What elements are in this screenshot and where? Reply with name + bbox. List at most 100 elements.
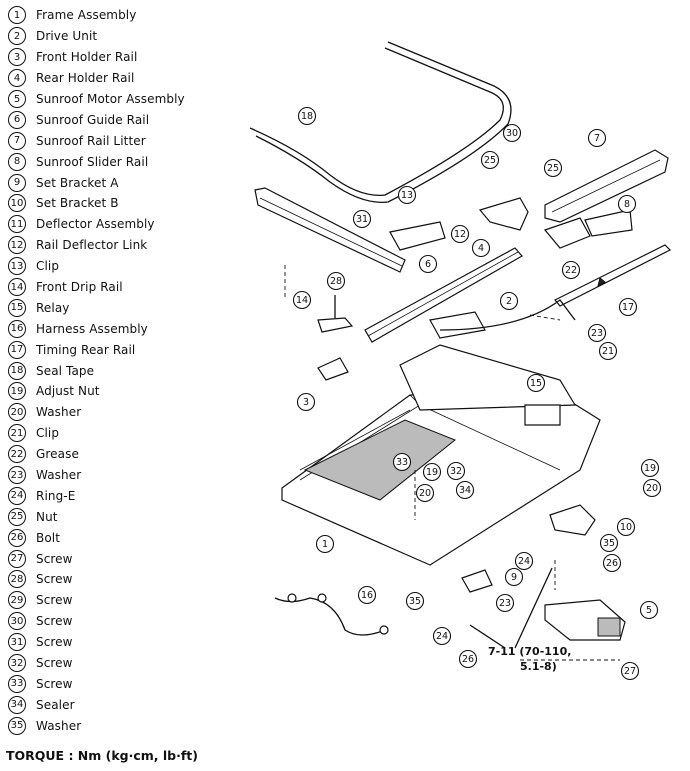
legend-number: 8 xyxy=(8,152,26,171)
callout-number: 21 xyxy=(602,346,614,357)
callout-number: 31 xyxy=(356,214,368,225)
legend-label: Bolt xyxy=(36,530,61,545)
callout-34: 34 xyxy=(455,480,475,500)
callout-number: 17 xyxy=(622,302,634,313)
legend-number: 26 xyxy=(8,528,26,547)
callout-number: 22 xyxy=(565,265,577,276)
callout-26: 26 xyxy=(458,649,478,669)
front-holder-rail xyxy=(317,357,349,381)
callout-16: 16 xyxy=(357,585,377,605)
rail-deflector-link xyxy=(389,221,446,251)
callout-4: 4 xyxy=(471,238,491,258)
callout-number: 16 xyxy=(361,590,373,601)
legend-label: Screw xyxy=(36,551,73,566)
torque-spec-line2: 5.1-8) xyxy=(520,660,557,673)
set-bracket-a xyxy=(461,569,493,593)
legend-label: Set Bracket A xyxy=(36,175,119,190)
legend-label: Frame Assembly xyxy=(36,8,137,23)
callout-7: 7 xyxy=(587,128,607,148)
legend-label: Screw xyxy=(36,635,73,650)
legend-label: Sunroof Slider Rail xyxy=(36,154,149,169)
front-drip-rail xyxy=(317,317,354,333)
callout-19: 19 xyxy=(640,458,660,478)
glass-opening xyxy=(303,419,456,501)
legend-number: 19 xyxy=(8,382,26,401)
legend-item: 8 Sunroof Slider Rail xyxy=(8,151,238,172)
legend-number: 10 xyxy=(8,194,26,213)
callout-24: 24 xyxy=(432,626,452,646)
legend-label: Clip xyxy=(36,259,60,274)
callout-number: 5 xyxy=(646,605,652,616)
callout-23: 23 xyxy=(495,593,515,613)
callout-number: 1 xyxy=(322,539,328,550)
legend-label: Screw xyxy=(36,656,73,671)
callout-35: 35 xyxy=(405,591,425,611)
callout-24: 24 xyxy=(514,551,534,571)
callout-number: 32 xyxy=(450,466,462,477)
legend-number: 7 xyxy=(8,131,26,150)
relay xyxy=(524,404,561,426)
torque-units-note: TORQUE : Nm (kg·cm, lb·ft) xyxy=(6,748,198,763)
callout-18: 18 xyxy=(297,106,317,126)
legend-number: 32 xyxy=(8,654,26,673)
callout-17: 17 xyxy=(618,297,638,317)
legend-label: Seal Tape xyxy=(36,363,95,378)
callout-28: 28 xyxy=(326,271,346,291)
callout-8: 8 xyxy=(617,194,637,214)
callout-number: 23 xyxy=(591,328,603,339)
callout-number: 20 xyxy=(646,483,658,494)
slider-bracket xyxy=(543,217,591,249)
legend-item: 13 Clip xyxy=(8,256,238,277)
legend-label: Deflector Assembly xyxy=(36,217,155,232)
legend-number: 30 xyxy=(8,612,26,631)
callout-number: 4 xyxy=(478,243,484,254)
legend-label: Harness Assembly xyxy=(36,321,148,336)
legend-label: Adjust Nut xyxy=(36,384,100,399)
legend-number: 28 xyxy=(8,570,26,589)
legend-label: Screw xyxy=(36,676,73,691)
callout-number: 13 xyxy=(401,190,413,201)
callout-23: 23 xyxy=(587,323,607,343)
callout-22: 22 xyxy=(561,260,581,280)
callout-20: 20 xyxy=(415,483,435,503)
callout-number: 33 xyxy=(396,457,408,468)
deflector-strip xyxy=(254,187,406,273)
legend-label: Sunroof Guide Rail xyxy=(36,112,150,127)
legend-label: Nut xyxy=(36,509,58,524)
callout-number: 15 xyxy=(530,378,542,389)
callout-number: 19 xyxy=(426,467,438,478)
callout-33: 33 xyxy=(392,452,412,472)
callout-number: 7 xyxy=(594,133,600,144)
legend-label: Drive Unit xyxy=(36,29,98,44)
legend-label: Washer xyxy=(36,468,82,483)
callout-number: 6 xyxy=(425,259,431,270)
callout-3: 3 xyxy=(296,392,316,412)
callout-32: 32 xyxy=(446,461,466,481)
callout-number: 19 xyxy=(644,463,656,474)
legend-label: Front Holder Rail xyxy=(36,50,138,65)
callout-2: 2 xyxy=(499,291,519,311)
callout-15: 15 xyxy=(526,373,546,393)
legend-label: Sunroof Motor Assembly xyxy=(36,92,185,106)
legend-number: 13 xyxy=(8,257,26,276)
callout-number: 20 xyxy=(419,488,431,499)
legend-label: Washer xyxy=(36,405,82,420)
legend-number: 9 xyxy=(8,173,26,192)
callout-31: 31 xyxy=(352,209,372,229)
callout-30: 30 xyxy=(502,123,522,143)
legend-label: Clip xyxy=(36,426,60,441)
